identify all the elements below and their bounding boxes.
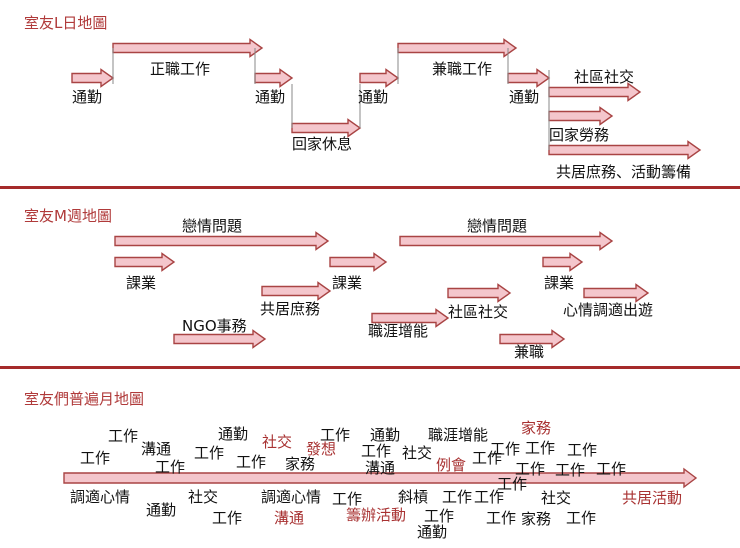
label-community-social: 社區社交 [448,303,509,321]
month-label: 工作 [596,460,627,478]
label-cohousing-prep: 共居庶務、活動籌備 [556,163,692,181]
month-label-highlight: 共居活動 [622,489,683,507]
month-label: 調適心情 [261,488,322,506]
label-cohousing-affairs: 共居庶務 [260,300,321,318]
flow-arrow [71,68,115,88]
section-title-weekly-map: 室友M週地圖 [24,207,112,225]
month-label: 工作 [332,490,363,508]
month-label: 工作 [567,441,598,459]
flow-arrow [261,281,332,301]
month-label: 工作 [515,460,546,478]
flow-arrow [397,38,518,58]
month-label: 工作 [236,453,267,471]
label-home-rest: 回家休息 [292,135,353,153]
month-label: 工作 [474,488,505,506]
month-label: 社交 [541,489,572,507]
section-divider [0,366,740,369]
month-label: 溝通 [365,459,396,477]
month-label: 社交 [188,488,219,506]
month-label: 通勤 [370,426,401,444]
section-title-monthly-map: 室友們普遍月地圖 [24,390,145,408]
flow-arrow [359,68,400,88]
flow-arrow [548,106,614,126]
label-coursework: 課業 [126,274,157,292]
month-label-highlight: 家務 [521,419,552,437]
month-label-highlight: 社交 [262,433,293,451]
label-commute: 通勤 [72,88,103,106]
section-title-daily-map: 室友L日地圖 [24,14,108,32]
flow-arrow [371,308,450,328]
label-fulltime-work: 正職工作 [150,60,211,78]
month-label: 工作 [320,426,351,444]
label-commute: 通勤 [509,88,540,106]
month-label: 工作 [212,509,243,527]
month-label: 斜槓 [398,488,429,506]
month-label: 通勤 [218,425,249,443]
month-label: 工作 [472,449,503,467]
label-parttime-work: 兼職工作 [432,60,493,78]
flow-arrow [499,329,566,349]
flow-arrow [291,118,362,138]
month-label: 社交 [402,444,433,462]
month-label: 工作 [424,507,455,525]
label-parttime: 兼職 [514,343,545,361]
month-label: 工作 [490,440,521,458]
month-label-highlight: 溝通 [274,509,305,527]
month-label: 工作 [497,475,528,493]
month-label: 工作 [486,509,517,527]
month-label: 工作 [108,427,139,445]
flow-arrow [329,252,388,272]
flow-arrow [114,252,176,272]
label-home-chores: 回家勞務 [549,126,610,144]
month-label: 工作 [80,449,111,467]
month-label: 溝通 [141,440,172,458]
month-label: 通勤 [146,501,177,519]
month-label: 工作 [525,439,556,457]
month-label: 工作 [361,442,392,460]
label-ngo-affairs: NGO事務 [182,317,247,335]
month-label: 工作 [155,458,186,476]
flow-arrow [63,467,698,489]
label-coursework: 課業 [544,274,575,292]
label-commute: 通勤 [255,88,286,106]
month-label-highlight: 籌辦活動 [346,506,407,524]
month-label: 通勤 [417,523,448,541]
section-divider [0,186,740,189]
month-label-highlight: 例會 [436,456,467,474]
month-label: 工作 [194,444,225,462]
month-label: 調適心情 [70,488,131,506]
flow-arrow [447,283,512,303]
flow-arrow [548,140,702,160]
month-label: 職涯增能 [428,426,489,444]
flow-arrow [173,329,267,349]
month-label: 家務 [521,510,552,528]
flow-arrow [583,283,650,303]
flow-arrow [399,231,614,251]
label-community-social: 社區社交 [574,68,635,86]
flow-arrow [112,38,264,58]
month-label: 工作 [566,509,597,527]
label-mood-outing: 心情調適出遊 [563,301,654,319]
flow-arrow [254,68,294,88]
label-career-dev: 職涯增能 [368,322,429,340]
flow-arrow [507,68,551,88]
label-commute: 通勤 [358,88,389,106]
month-label-highlight: 發想 [306,440,337,458]
flow-arrow [114,231,330,251]
month-label: 工作 [442,488,473,506]
month-label: 家務 [285,455,316,473]
month-label: 工作 [555,461,586,479]
flow-arrow [548,82,642,102]
flow-arrow [542,252,584,272]
label-romance-issue: 戀情問題 [467,217,528,235]
label-romance-issue: 戀情問題 [182,217,243,235]
label-coursework: 課業 [332,274,363,292]
